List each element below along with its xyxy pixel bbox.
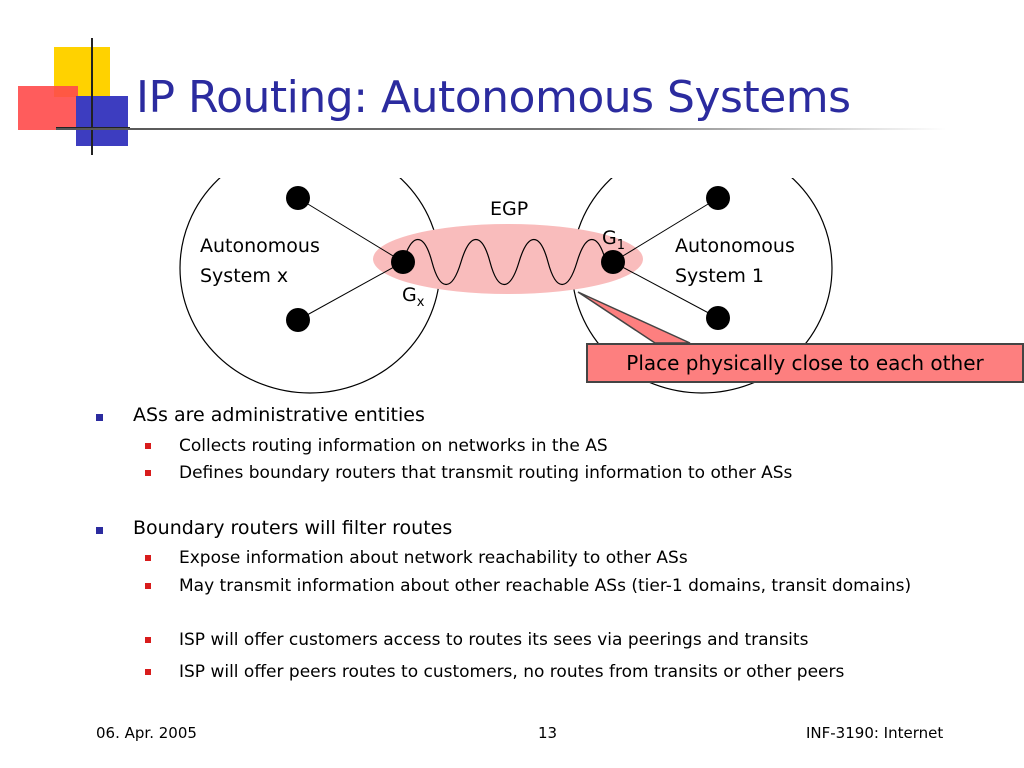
- sub-bullet-text: ISP will offer customers access to route…: [179, 630, 809, 650]
- callout-pointer: [577, 291, 691, 344]
- sub-bullet-text: Defines boundary routers that transmit r…: [179, 463, 793, 483]
- bullet-text: Boundary routers will filter routes: [133, 517, 453, 539]
- sub-bullet-item: ISP will offer peers routes to customers…: [145, 662, 975, 682]
- router-node: [286, 308, 310, 332]
- slide-title: IP Routing: Autonomous Systems: [136, 72, 851, 123]
- router-node: [286, 186, 310, 210]
- footer-date: 06. Apr. 2005: [96, 724, 197, 742]
- gateway-gx-label: Gx: [402, 284, 425, 310]
- egp-label: EGP: [490, 198, 528, 220]
- gateway-gx-node: [391, 250, 415, 274]
- as-diagram: EGP Autonomous System x Autonomous Syste…: [160, 130, 860, 394]
- sub-bullet-item: Defines boundary routers that transmit r…: [145, 463, 975, 483]
- circle-top-mask: [160, 130, 860, 178]
- callout-box: Place physically close to each other: [586, 343, 1024, 383]
- sub-bullet-text: May transmit information about other rea…: [179, 576, 912, 596]
- link-line: [297, 197, 404, 263]
- link-line: [612, 197, 719, 263]
- link-line: [612, 261, 719, 319]
- as-1-label-line2: System 1: [675, 265, 764, 287]
- sub-bullet-text: Expose information about network reachab…: [179, 548, 688, 568]
- sub-bullet-item: ISP will offer customers access to route…: [145, 630, 975, 650]
- as-1-label-line1: Autonomous: [675, 235, 795, 257]
- title-rule: [56, 128, 946, 130]
- router-node: [706, 306, 730, 330]
- egp-ellipse: [373, 224, 643, 294]
- sub-bullet-item: Expose information about network reachab…: [145, 548, 975, 568]
- red-square: [18, 86, 78, 130]
- footer-course: INF-3190: Internet: [806, 724, 944, 742]
- sub-bullet-text: Collects routing information on networks…: [179, 436, 608, 456]
- as-x-label-line2: System x: [200, 265, 288, 287]
- egp-wave: [402, 239, 613, 285]
- footer-page-number: 13: [538, 724, 558, 742]
- blue-square: [76, 96, 128, 146]
- gateway-g1-label: G1: [602, 227, 625, 253]
- sub-bullet-text: ISP will offer peers routes to customers…: [179, 662, 845, 682]
- as-x-label-line1: Autonomous: [200, 235, 320, 257]
- link-line: [297, 261, 404, 321]
- router-node: [706, 186, 730, 210]
- sub-bullet-item: Collects routing information on networks…: [145, 436, 975, 456]
- bullet-text: ASs are administrative entities: [133, 404, 425, 426]
- sub-bullet-item: May transmit information about other rea…: [145, 576, 975, 596]
- gateway-g1-node: [601, 250, 625, 274]
